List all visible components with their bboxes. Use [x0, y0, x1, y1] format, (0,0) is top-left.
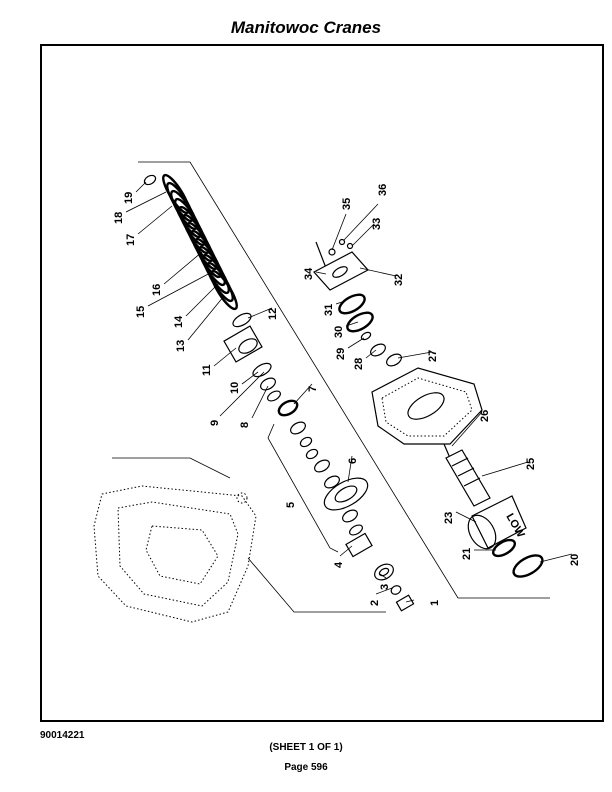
transmission-housing — [93, 485, 257, 623]
clutch-drum: LOW — [467, 495, 544, 578]
callout-36: 36 — [377, 184, 389, 196]
callout-8: 8 — [239, 422, 251, 428]
callouts: 1 2 3 4 5 6 7 8 9 10 11 12 13 14 15 16 1… — [113, 184, 581, 606]
callout-3: 3 — [379, 584, 391, 590]
callout-leaders — [125, 181, 573, 603]
seal-ring-group — [338, 293, 402, 367]
callout-9: 9 — [209, 420, 221, 426]
callout-5: 5 — [285, 502, 297, 508]
callout-30: 30 — [333, 326, 345, 338]
input-shaft — [443, 443, 491, 507]
callout-29: 29 — [335, 348, 347, 360]
page-title: Manitowoc Cranes — [230, 18, 382, 37]
sheet-label: (SHEET 1 OF 1) — [269, 742, 343, 753]
callout-35: 35 — [341, 198, 353, 210]
callout-14: 14 — [173, 315, 185, 328]
callout-32: 32 — [393, 274, 405, 286]
clutch-disc-stack — [143, 173, 238, 311]
callout-26: 26 — [479, 410, 491, 422]
assembly-guide-lines — [112, 161, 550, 613]
gear-housing — [371, 367, 483, 445]
callout-7: 7 — [307, 386, 319, 392]
callout-31: 31 — [323, 304, 335, 316]
callout-16: 16 — [151, 284, 163, 296]
callout-13: 13 — [175, 340, 187, 352]
diagram-frame: LOW 1 2 3 4 5 6 7 8 9 10 11 12 13 14 — [40, 44, 604, 722]
callout-15: 15 — [135, 306, 147, 318]
bearing-parts — [374, 563, 415, 612]
callout-6: 6 — [347, 458, 359, 464]
callout-19: 19 — [123, 192, 135, 204]
callout-20: 20 — [569, 554, 581, 566]
callout-21: 21 — [461, 548, 473, 560]
callout-18: 18 — [113, 212, 125, 224]
cover-plate-group — [313, 238, 369, 291]
callout-2: 2 — [369, 600, 381, 606]
callout-34: 34 — [303, 267, 315, 280]
spring-retainer-group — [223, 312, 299, 417]
callout-1: 1 — [429, 600, 441, 606]
callout-27: 27 — [427, 350, 439, 362]
callout-23: 23 — [443, 512, 455, 524]
callout-33: 33 — [371, 218, 383, 230]
callout-10: 10 — [229, 382, 241, 394]
callout-17: 17 — [125, 234, 137, 246]
callout-28: 28 — [353, 358, 365, 370]
page-number: Page 596 — [284, 762, 328, 773]
callout-25: 25 — [525, 458, 537, 470]
exploded-parts-diagram: LOW 1 2 3 4 5 6 7 8 9 10 11 12 13 14 — [93, 161, 581, 623]
callout-11: 11 — [201, 364, 213, 376]
document-number: 90014221 — [40, 730, 85, 741]
output-shaft-assembly — [290, 421, 373, 558]
callout-12: 12 — [267, 308, 279, 320]
callout-4: 4 — [333, 561, 345, 568]
